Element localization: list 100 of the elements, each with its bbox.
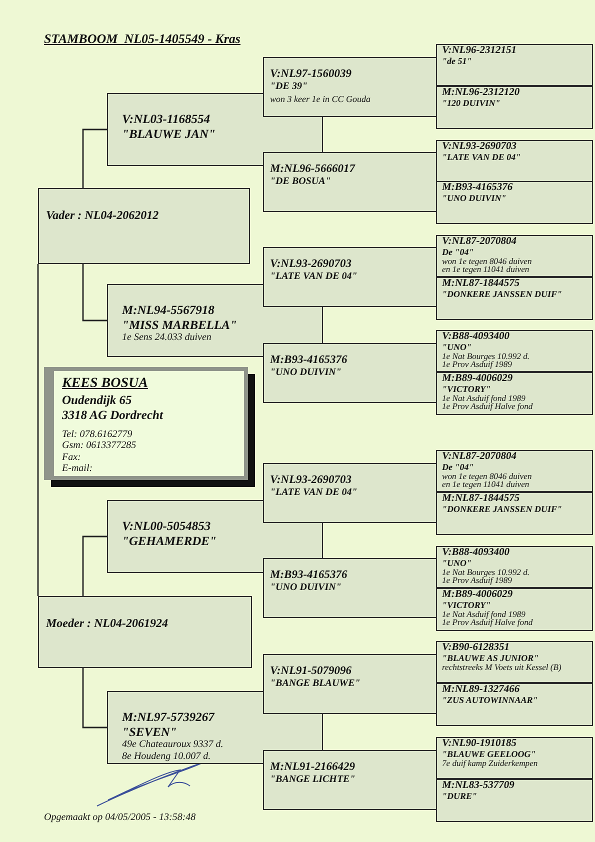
note: 1e Prov Asduif 1989 — [442, 576, 512, 584]
pigeon-name: "DONKERE JANSSEN DUIF" — [442, 504, 564, 514]
ring-number: V:NL93-2690703 — [442, 142, 518, 152]
pigeon-name: "BLAUWE AS JUNIOR" — [442, 654, 540, 662]
note: 1e Nat Asduif fond 1989 — [442, 394, 526, 402]
pedigree-box — [436, 372, 593, 415]
pedigree-box — [38, 188, 250, 264]
note: rechtstreeks M Voets uit Kessel (B) — [442, 662, 562, 671]
ring-number: M:NL97-5739267 — [122, 711, 216, 725]
pigeon-name: De "04" — [442, 462, 475, 472]
ring-number: M:NL87-1844575 — [442, 494, 521, 504]
note: 1e Nat Asduif fond 1989 — [442, 610, 526, 618]
contact-line: Tel: 078.6162779 — [62, 428, 134, 440]
pedigree-box — [263, 57, 437, 117]
pigeon-name: "LATE VAN DE 04" — [270, 271, 358, 284]
ring-number: V:B88-4093400 — [442, 332, 510, 342]
ring-number: M:B93-4165376 — [270, 353, 348, 368]
breeder-name: KEES BOSUA — [62, 375, 149, 392]
pigeon-name: "DE BOSUA" — [270, 176, 332, 189]
ring-number: V:NL00-5054853 — [122, 520, 212, 534]
pigeon-name: "BLAUWE JAN" — [122, 126, 216, 142]
connector-line — [37, 264, 39, 596]
pigeon-name: "MISS MARBELLA" — [122, 318, 238, 332]
pigeon-name: "BANGE LICHTE" — [270, 774, 356, 787]
ring-number: V:NL87-2070804 — [442, 452, 518, 462]
note: 1e Sens 24.033 duiven — [122, 332, 212, 344]
pedigree-box — [263, 343, 437, 403]
pedigree-box — [263, 654, 437, 714]
pigeon-name: "BLAUWE GEELOOG" — [442, 750, 537, 758]
pedigree-box — [436, 779, 593, 822]
contact-line: Fax: — [62, 452, 82, 464]
pigeon-name: "ZUS AUTOWINNAAR" — [442, 696, 539, 704]
ring-number: V:NL96-2312151 — [442, 46, 518, 56]
ring-number: M:NL96-2312120 — [442, 88, 521, 98]
pedigree-box — [436, 235, 593, 277]
connector-line — [82, 536, 107, 596]
connector-line — [82, 668, 107, 728]
note: 7e duif kamp Zuiderkempen — [442, 758, 539, 767]
address-line: Oudendijk 65 — [62, 392, 133, 408]
pigeon-name: "de 51" — [442, 56, 473, 66]
pedigree-box — [263, 558, 437, 618]
pedigree-box — [436, 641, 593, 683]
ring-number: V:NL93-2690703 — [270, 257, 353, 272]
note: won 1e tegen 8046 duiven — [442, 256, 533, 265]
pedigree-box — [436, 86, 593, 129]
pigeon-name: "120 DUIVIN" — [442, 98, 502, 108]
note: en 1e tegen 11041 duiven — [442, 480, 530, 488]
pedigree-box — [38, 596, 252, 668]
ring-number: M:B89-4006029 — [442, 374, 514, 384]
pigeon-name: "DURE" — [442, 792, 478, 800]
parent-label: Moeder : NL04-2061924 — [46, 616, 169, 630]
ring-number: V:NL90-1910185 — [442, 739, 518, 750]
contact-line: E-mail: — [62, 463, 94, 475]
pedigree-box — [436, 450, 593, 492]
pedigree-box — [436, 492, 593, 535]
pigeon-name: "VICTORY" — [442, 384, 492, 394]
page-title: STAMBOOM NL05-1405549 - Kras — [44, 31, 240, 47]
pedigree-box — [436, 330, 593, 372]
ring-number: M:NL87-1844575 — [442, 279, 521, 290]
timestamp-note: Opgemaakt op 04/05/2005 - 13:58:48 — [44, 812, 196, 823]
pedigree-box — [263, 247, 437, 307]
note: 1e Prov Asduif Halve fond — [442, 402, 534, 410]
ring-number: V:NL03-1168554 — [122, 113, 211, 127]
pigeon-name: "UNO DUIVIN" — [270, 367, 342, 380]
pigeon-name: "LATE VAN DE 04" — [442, 152, 522, 162]
connector-line — [82, 128, 107, 188]
pedigree-box — [436, 140, 593, 182]
ring-number: M:B89-4006029 — [442, 590, 514, 600]
pedigree-box — [436, 588, 593, 631]
note: 49e Chateauroux 9337 d. — [122, 739, 224, 752]
connector-line — [82, 264, 107, 322]
note: 1e Prov Asduif 1989 — [442, 360, 512, 368]
pedigree-box — [436, 546, 593, 588]
note: won 1e tegen 8046 duiven — [442, 472, 533, 480]
pigeon-name: De "04" — [442, 248, 475, 256]
pedigree-box — [263, 463, 437, 523]
pedigree-box — [263, 750, 437, 810]
ring-number: V:NL97-1560039 — [270, 67, 353, 82]
note: en 1e tegen 11041 duiven — [442, 264, 530, 274]
note: 1e Nat Bourges 10.992 d. — [442, 352, 531, 360]
ring-number: V:NL87-2070804 — [442, 237, 518, 248]
pedigree-box — [436, 181, 593, 224]
parent-label: Vader : NL04-2062012 — [46, 208, 160, 222]
address-line: 3318 AG Dordrecht — [62, 408, 164, 424]
note: 8e Houdeng 10.007 d. — [122, 751, 212, 763]
ring-number: M:NL89-1327466 — [442, 685, 521, 696]
pigeon-name: "DONKERE JANSSEN DUIF" — [442, 290, 564, 298]
ring-number: V:NL91-5079096 — [270, 664, 353, 678]
ring-number: V:B88-4093400 — [442, 548, 510, 558]
pigeon-name: "DE 39" — [270, 81, 308, 94]
pedigree-box — [263, 152, 437, 212]
pigeon-name: "VICTORY" — [442, 600, 492, 610]
pedigree-box — [436, 277, 593, 320]
pedigree-box — [436, 737, 593, 779]
pedigree-box — [436, 44, 593, 86]
ring-number: M:NL96-5666017 — [270, 162, 356, 176]
note: 1e Prov Asduif Halve fond — [442, 618, 534, 626]
pigeon-name: "UNO" — [442, 558, 472, 568]
ring-number: V:NL93-2690703 — [270, 473, 353, 488]
pigeon-name: "UNO" — [442, 342, 472, 352]
